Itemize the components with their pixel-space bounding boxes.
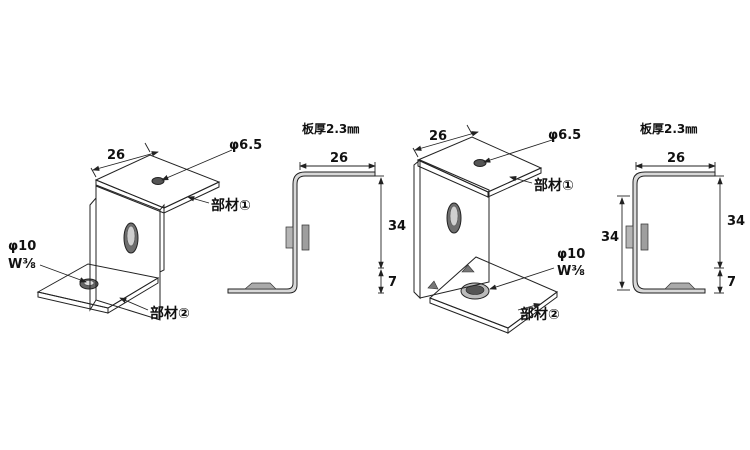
- hole-small-label-b: φ6.5: [548, 128, 581, 143]
- thickness-label-b: 板厚2.3㎜: [640, 121, 697, 136]
- hole-large-label-a: φ10: [8, 239, 36, 254]
- hole-small-b: [473, 159, 487, 167]
- side-offset-b: 7: [727, 275, 736, 290]
- hole-large-label-b: φ10: [557, 247, 585, 262]
- part2-label-b: 部材②: [520, 306, 560, 323]
- side-offset-a: 7: [388, 275, 397, 290]
- thread-label-a: W⅜: [8, 257, 36, 272]
- side-height-a: 34: [388, 219, 406, 234]
- side-height-left-b: 34: [601, 230, 619, 245]
- figure-a-isometric: 26 φ6.5 部材① φ10 W⅜ 部材②: [8, 138, 262, 322]
- figure-b-isometric: 26 φ6.5 部材① φ10 W⅜ 部材②: [412, 124, 585, 334]
- part1-web: [95, 184, 161, 321]
- thickness-label-a: 板厚2.3㎜: [302, 121, 359, 136]
- part2-label-a: 部材②: [150, 305, 190, 322]
- hole-small-a: [151, 177, 165, 185]
- part2-web: [89, 196, 97, 312]
- hole-small-label-a: φ6.5: [229, 138, 262, 153]
- side-width-a: 26: [330, 151, 348, 166]
- side-view-b: 板厚2.3㎜ 26 34 34 7: [601, 121, 745, 294]
- side-profile-a: [227, 171, 376, 294]
- side-height-b: 34: [727, 214, 745, 229]
- dim-width-a: 26: [107, 148, 125, 163]
- part1-web-b: [413, 158, 421, 300]
- thread-label-b: W⅜: [557, 264, 585, 279]
- part1-label-b: 部材①: [534, 177, 574, 194]
- side-profile-b: [632, 171, 716, 294]
- part1-label-a: 部材①: [211, 197, 251, 214]
- side-width-b: 26: [667, 151, 685, 166]
- dim-width-b: 26: [429, 129, 447, 144]
- side-view-a: 板厚2.3㎜ 26 34 7: [227, 121, 406, 294]
